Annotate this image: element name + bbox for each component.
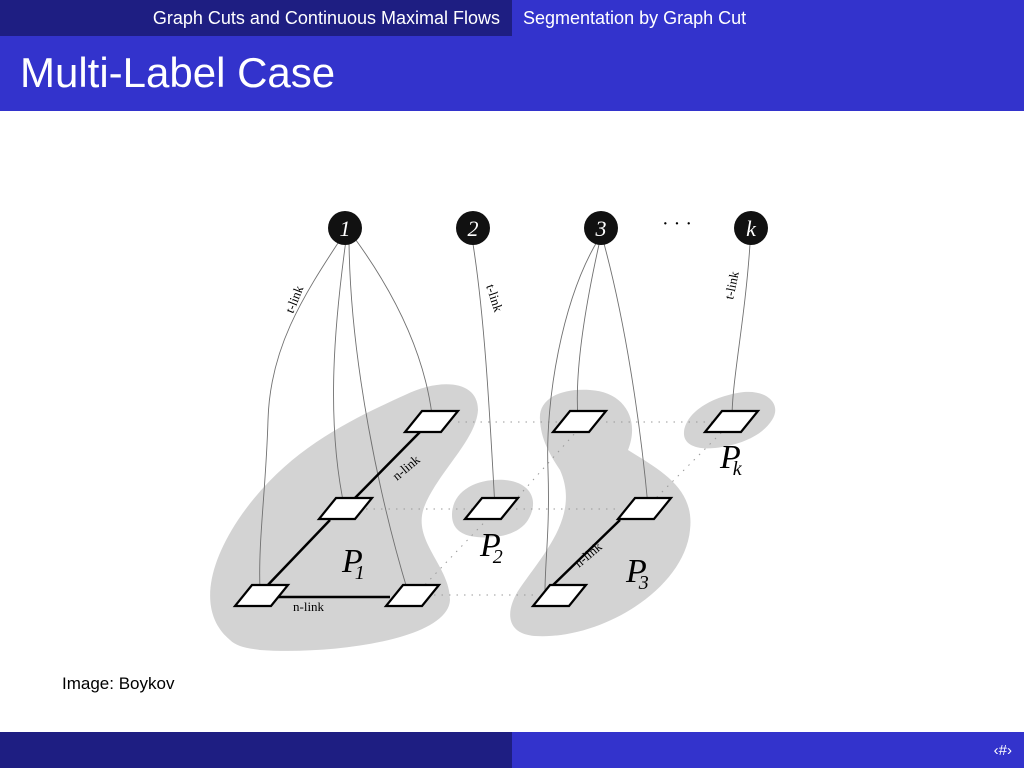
terminal-node-k bbox=[734, 211, 768, 245]
footline-left bbox=[0, 732, 512, 768]
terminal-label-k: k bbox=[746, 216, 757, 241]
pixel-node bbox=[402, 409, 461, 434]
image-credit-caption: Image: Boykov bbox=[62, 674, 175, 693]
pixel-node bbox=[530, 583, 589, 608]
terminal-label-1: 1 bbox=[340, 216, 351, 241]
page-title: Multi-Label Case bbox=[20, 49, 336, 96]
pixel-node bbox=[316, 496, 375, 521]
presentation-title[interactable]: Graph Cuts and Continuous Maximal Flows bbox=[0, 0, 512, 36]
section-title[interactable]: Segmentation by Graph Cut bbox=[512, 0, 1024, 36]
t-links bbox=[259, 233, 751, 593]
pixel-node bbox=[383, 583, 442, 608]
pixel-node bbox=[615, 496, 674, 521]
partition-label-p1: P1 bbox=[341, 543, 365, 584]
pixel-node bbox=[232, 583, 291, 608]
t-link-label: t-link bbox=[282, 283, 307, 315]
multi-label-graph-diagram: 1 2 3 k · · · t-link t-link t-link n-lin… bbox=[210, 211, 776, 651]
terminal-label-3: 3 bbox=[595, 216, 607, 241]
dotted-links bbox=[366, 421, 723, 596]
page-number[interactable]: ‹#› bbox=[512, 732, 1024, 768]
terminals-ellipsis: · · · bbox=[662, 213, 692, 235]
terminal-label-2: 2 bbox=[468, 216, 479, 241]
pixel-nodes bbox=[232, 409, 761, 608]
terminal-node-1 bbox=[328, 211, 362, 245]
n-link-label: n-link bbox=[293, 599, 325, 614]
partition-label-p3: P3 bbox=[625, 553, 649, 594]
footline-bar: ‹#› bbox=[0, 732, 1024, 768]
partition-label-p2: P2 bbox=[479, 527, 503, 568]
headline-bar: Graph Cuts and Continuous Maximal Flows … bbox=[0, 0, 1024, 36]
region-p3 bbox=[510, 389, 691, 637]
terminal-nodes bbox=[328, 211, 768, 245]
n-links bbox=[264, 431, 621, 599]
t-link-label: t-link bbox=[721, 269, 742, 300]
terminal-node-2 bbox=[456, 211, 490, 245]
t-link-label: t-link bbox=[483, 282, 506, 314]
frame-title-bar: Multi-Label Case bbox=[0, 36, 1024, 111]
pixel-node bbox=[462, 496, 521, 521]
pixel-node bbox=[702, 409, 761, 434]
terminal-node-3 bbox=[584, 211, 618, 245]
partition-label-pk: Pk bbox=[719, 439, 743, 480]
graph-cut-figure: 1 2 3 k · · · t-link t-link t-link n-lin… bbox=[0, 111, 1024, 731]
pixel-node bbox=[550, 409, 609, 434]
